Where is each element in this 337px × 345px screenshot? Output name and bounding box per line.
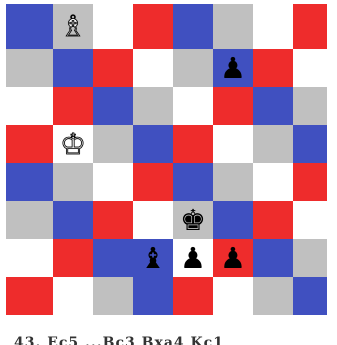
square-f4[interactable]	[213, 163, 253, 201]
square-c5[interactable]	[93, 125, 133, 163]
square-a2[interactable]	[6, 239, 53, 277]
square-b1[interactable]	[53, 277, 93, 315]
square-h3[interactable]	[293, 201, 327, 239]
square-c6[interactable]	[93, 87, 133, 125]
square-d8[interactable]	[133, 4, 173, 49]
square-e7[interactable]	[173, 49, 213, 87]
square-f8[interactable]	[213, 4, 253, 49]
square-a1[interactable]	[6, 277, 53, 315]
square-c3[interactable]	[93, 201, 133, 239]
square-g2[interactable]	[253, 239, 293, 277]
square-c2[interactable]	[93, 239, 133, 277]
square-c8[interactable]	[93, 4, 133, 49]
square-b5[interactable]: ♔	[53, 125, 93, 163]
square-h8[interactable]	[293, 4, 327, 49]
chess-board: ♗ ♟ ♔ ♚ ♝ ♟ ♟	[6, 4, 327, 315]
square-e6[interactable]	[173, 87, 213, 125]
black-pawn-icon[interactable]: ♟	[180, 244, 206, 273]
square-g3[interactable]	[253, 201, 293, 239]
white-bishop-icon[interactable]: ♗	[60, 12, 86, 41]
black-pawn-icon[interactable]: ♟	[220, 54, 246, 83]
move-caption: 43. Ec5 ...Bc3 Bxa4 Kc1	[14, 336, 334, 345]
square-e2[interactable]: ♟	[173, 239, 213, 277]
square-f2[interactable]: ♟	[213, 239, 253, 277]
square-h1[interactable]	[293, 277, 327, 315]
square-f5[interactable]	[213, 125, 253, 163]
square-g7[interactable]	[253, 49, 293, 87]
square-a7[interactable]	[6, 49, 53, 87]
square-d5[interactable]	[133, 125, 173, 163]
square-g5[interactable]	[253, 125, 293, 163]
square-h5[interactable]	[293, 125, 327, 163]
square-d7[interactable]	[133, 49, 173, 87]
square-a6[interactable]	[6, 87, 53, 125]
square-f3[interactable]	[213, 201, 253, 239]
square-f7[interactable]: ♟	[213, 49, 253, 87]
square-f6[interactable]	[213, 87, 253, 125]
square-a3[interactable]	[6, 201, 53, 239]
square-a8[interactable]	[6, 4, 53, 49]
square-c1[interactable]	[93, 277, 133, 315]
black-pawn-icon[interactable]: ♟	[220, 244, 246, 273]
square-b4[interactable]	[53, 163, 93, 201]
square-b6[interactable]	[53, 87, 93, 125]
black-bishop-icon[interactable]: ♝	[140, 244, 166, 273]
square-e4[interactable]	[173, 163, 213, 201]
square-h6[interactable]	[293, 87, 327, 125]
square-h4[interactable]	[293, 163, 327, 201]
square-g6[interactable]	[253, 87, 293, 125]
square-e3[interactable]: ♚	[173, 201, 213, 239]
square-c4[interactable]	[93, 163, 133, 201]
square-f1[interactable]	[213, 277, 253, 315]
square-d6[interactable]	[133, 87, 173, 125]
square-d1[interactable]	[133, 277, 173, 315]
square-b2[interactable]	[53, 239, 93, 277]
square-h7[interactable]	[293, 49, 327, 87]
square-h2[interactable]	[293, 239, 327, 277]
black-king-icon[interactable]: ♚	[180, 206, 206, 235]
square-c7[interactable]	[93, 49, 133, 87]
square-g4[interactable]	[253, 163, 293, 201]
square-e1[interactable]	[173, 277, 213, 315]
square-b3[interactable]	[53, 201, 93, 239]
square-d2[interactable]: ♝	[133, 239, 173, 277]
square-e8[interactable]	[173, 4, 213, 49]
square-b7[interactable]	[53, 49, 93, 87]
square-e5[interactable]	[173, 125, 213, 163]
white-king-icon[interactable]: ♔	[60, 130, 86, 159]
square-a4[interactable]	[6, 163, 53, 201]
square-d4[interactable]	[133, 163, 173, 201]
square-d3[interactable]	[133, 201, 173, 239]
square-g8[interactable]	[253, 4, 293, 49]
square-g1[interactable]	[253, 277, 293, 315]
square-b8[interactable]: ♗	[53, 4, 93, 49]
square-a5[interactable]	[6, 125, 53, 163]
